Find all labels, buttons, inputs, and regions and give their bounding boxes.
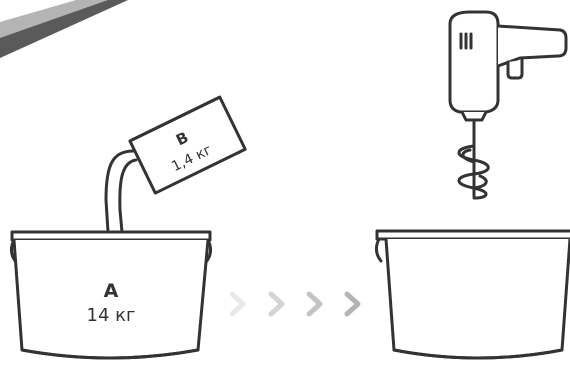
bucket-mixing-rim	[377, 231, 570, 239]
container-b: B 1,4 кг	[130, 97, 245, 193]
pour-stream	[106, 151, 136, 232]
bucket-a-weight: 14 кг	[87, 305, 136, 326]
chevron-right-icon	[347, 294, 358, 314]
corner-banner	[0, 0, 128, 58]
bucket-a-rim	[12, 232, 210, 240]
progress-arrows	[232, 294, 358, 314]
chevron-right-icon	[271, 294, 282, 314]
chevron-right-icon	[309, 294, 320, 314]
mixer-paddle-icon	[459, 126, 488, 198]
drill-icon	[450, 12, 566, 128]
chevron-right-icon	[232, 294, 243, 314]
bucket-a-letter: A	[104, 280, 119, 302]
bucket-mixing	[376, 231, 570, 358]
